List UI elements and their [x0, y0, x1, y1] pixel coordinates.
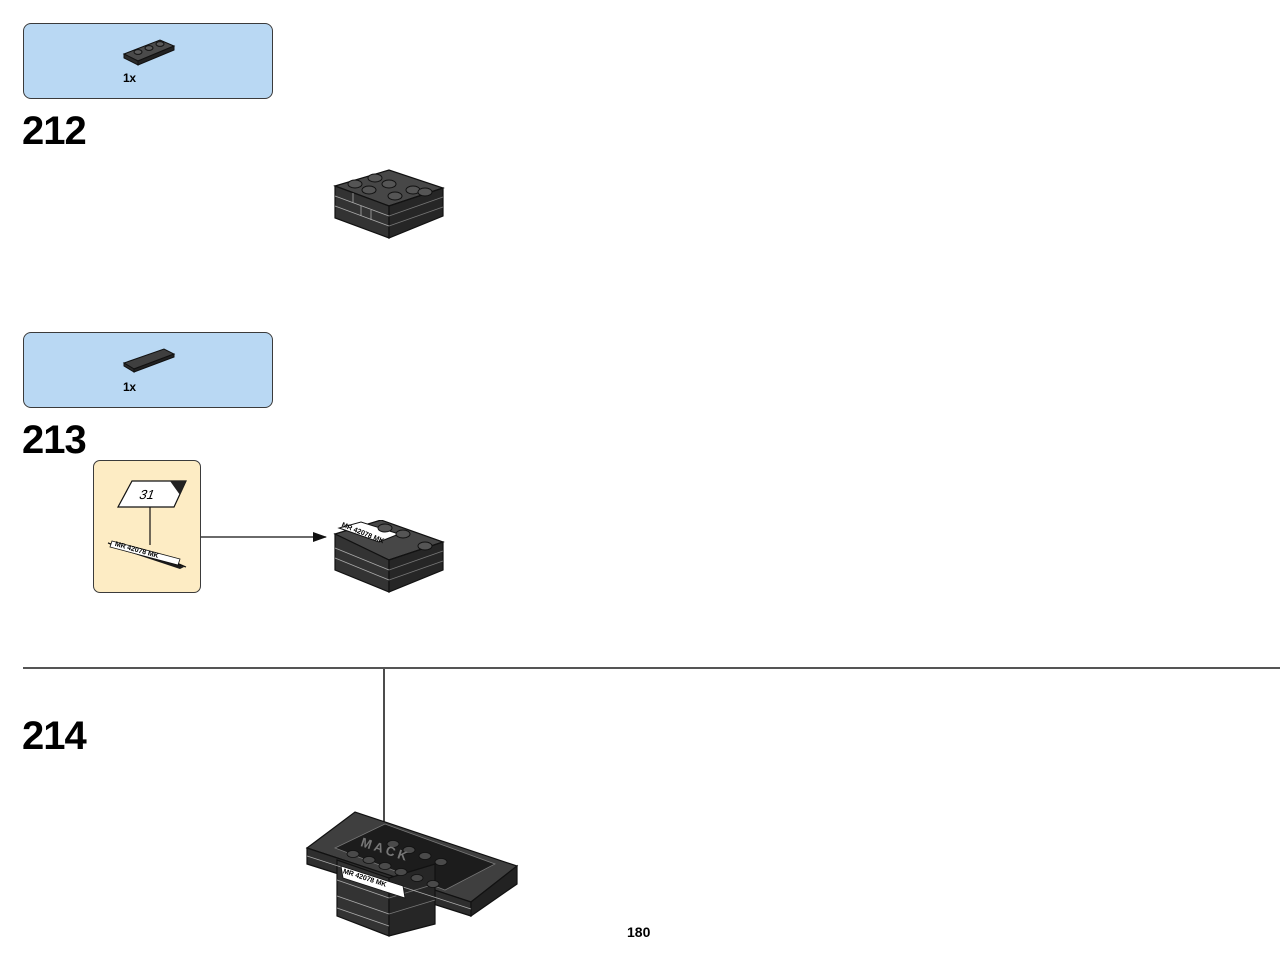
assembly-with-sticker-icon: [333, 520, 445, 593]
part-quantity: 1x: [123, 71, 136, 85]
sticker-callout: 31 MR 42078 MK: [93, 460, 201, 593]
section-divider: [23, 667, 1280, 669]
part-quantity: 1x: [123, 380, 136, 394]
assembly-brick-stack-icon: [333, 169, 445, 239]
step-number-214: 214: [22, 714, 87, 758]
parts-list-212: 1x: [23, 23, 273, 99]
license-plate-assembly-icon: [305, 811, 519, 937]
page-number: 180: [627, 924, 651, 940]
step-number-212: 212: [22, 109, 87, 153]
tile-1x4-dark-gray-icon: [122, 348, 176, 373]
parts-list-213: 1x: [23, 332, 273, 408]
sticker-sheet-icon: [107, 480, 187, 569]
plate-1x3-dark-gray-icon: [122, 39, 176, 66]
step-number-213: 213: [22, 418, 87, 462]
